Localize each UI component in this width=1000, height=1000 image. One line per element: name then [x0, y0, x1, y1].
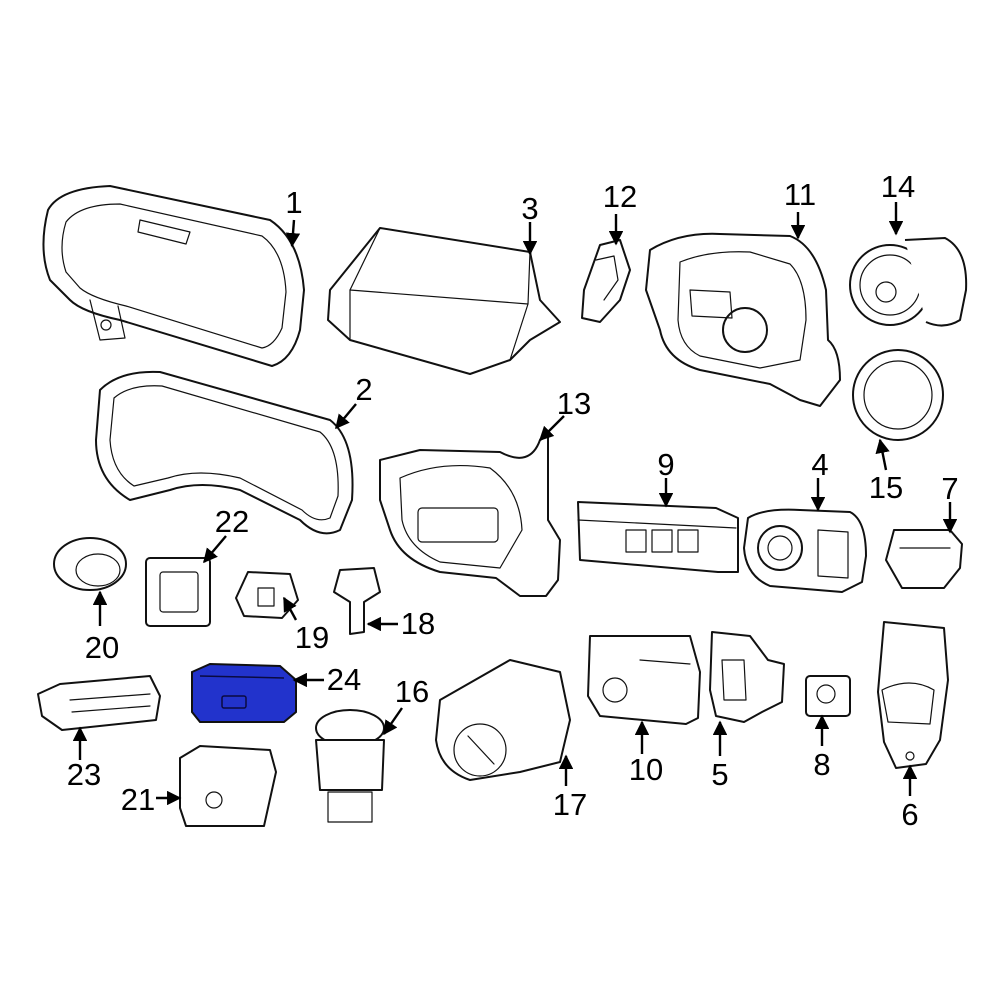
callout-11: 11 [784, 177, 816, 212]
part-23-circuit-board[interactable] [37, 675, 161, 731]
part-10-control-module[interactable] [587, 635, 701, 725]
callout-9: 9 [657, 447, 674, 482]
callout-13: 13 [557, 386, 591, 421]
part-9-switch-bank[interactable] [577, 501, 739, 573]
callout-2: 2 [355, 372, 372, 407]
part-16-push-button[interactable] [315, 709, 385, 823]
callout-1: 1 [285, 185, 302, 220]
callout-17: 17 [553, 787, 587, 822]
callout-6: 6 [901, 797, 918, 832]
callout-22: 22 [215, 504, 249, 539]
callout-8: 8 [813, 747, 830, 782]
part-15-trim-ring[interactable] [852, 349, 944, 441]
part-11-shifter-bezel[interactable] [645, 232, 841, 407]
part-4-headlamp-switch[interactable] [743, 508, 867, 593]
part-13-switch-panel[interactable] [379, 435, 561, 597]
callout-labels: 1 2 3 4 5 6 7 8 9 10 11 12 13 14 15 16 1… [67, 169, 959, 832]
part-7-switch[interactable] [885, 529, 963, 589]
leader-arrows [72, 202, 958, 806]
part-12-switch[interactable] [581, 239, 631, 323]
part-20-knob[interactable] [53, 537, 127, 591]
callout-23: 23 [67, 757, 101, 792]
part-3-display-module[interactable] [327, 227, 561, 375]
part-24-module-highlighted[interactable] [191, 662, 297, 723]
callout-5: 5 [711, 757, 728, 792]
part-19-switch[interactable] [235, 571, 299, 619]
callout-16: 16 [395, 674, 429, 709]
callout-7: 7 [941, 471, 958, 506]
part-6-bracket[interactable] [877, 621, 949, 769]
part-2-cluster-bezel[interactable] [95, 370, 354, 535]
part-21-switch[interactable] [179, 745, 277, 827]
part-17-sensor[interactable] [435, 659, 571, 781]
callout-14: 14 [881, 169, 915, 204]
part-1-instrument-cluster[interactable] [42, 185, 305, 367]
part-14-ignition-switch[interactable] [849, 237, 968, 327]
part-5-switch[interactable] [709, 631, 785, 723]
callout-20: 20 [85, 630, 119, 665]
callout-3: 3 [521, 191, 538, 226]
part-8-button[interactable] [805, 675, 851, 717]
part-18-sensor[interactable] [333, 567, 381, 635]
callout-19: 19 [295, 620, 329, 655]
callout-10: 10 [629, 752, 663, 787]
callout-21: 21 [121, 782, 155, 817]
callout-4: 4 [811, 447, 828, 482]
callout-15: 15 [869, 470, 903, 505]
callout-24: 24 [327, 662, 361, 697]
part-22-switch[interactable] [145, 557, 211, 627]
callout-18: 18 [401, 606, 435, 641]
callout-12: 12 [603, 179, 637, 214]
